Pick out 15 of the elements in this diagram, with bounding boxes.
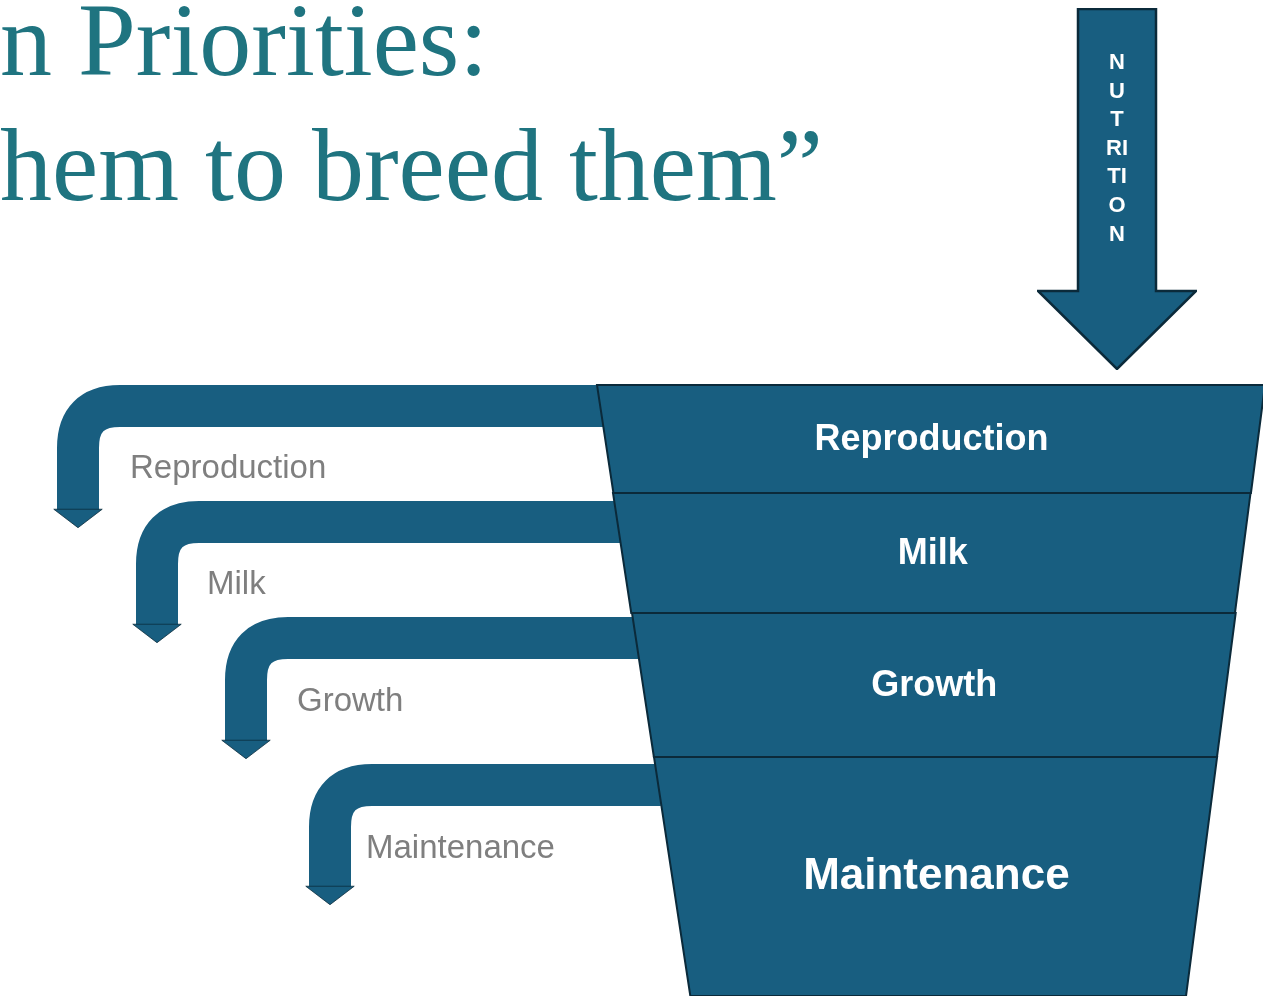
band-label: Maintenance [802,849,1071,900]
curved-arrow [132,501,621,644]
band-label: Growth [870,662,999,705]
funnel-band [653,757,1217,996]
funnel-band [631,613,1236,757]
block-arrow [1037,8,1197,370]
curved-arrow [53,385,604,529]
slide-title: n Priorities: hem to breed them” [0,0,823,224]
curved-arrow [221,617,639,760]
band-label: Milk [896,530,969,573]
band-label: Reproduction [813,416,1050,459]
funnel-band [597,385,1263,493]
arrow-label: NUTRITION [1106,48,1128,248]
curved-arrow [305,764,661,906]
funnel-band [613,493,1251,613]
